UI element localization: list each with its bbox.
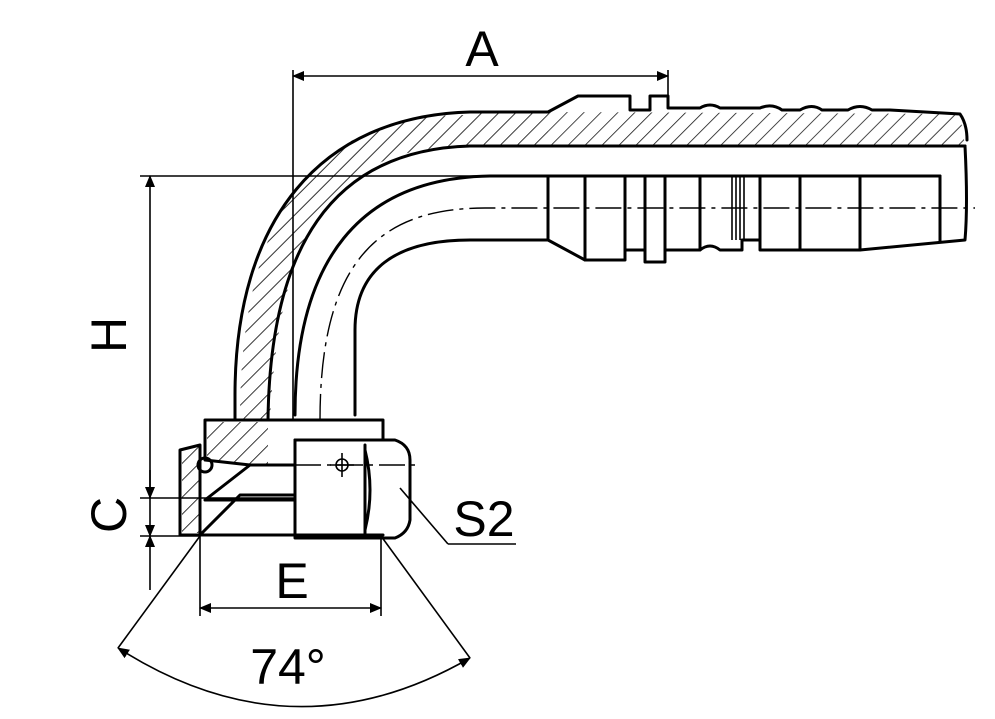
lock-ball (196, 456, 214, 474)
elbow-bore-edge (293, 174, 550, 417)
nut-chamfer (363, 448, 372, 532)
tail-wall-hatch (470, 112, 548, 146)
angle-ext-left (117, 535, 201, 649)
seat-cone (198, 463, 297, 537)
label-h: H (81, 317, 137, 353)
label-a: A (465, 21, 499, 77)
elbow-inner-curve (353, 238, 550, 417)
label-c: C (81, 497, 137, 533)
angle-dimension: 74° (117, 535, 471, 708)
dimension-s2: S2 (399, 487, 516, 547)
angle-ext-right (380, 535, 471, 659)
elbow-outer-edge (233, 94, 969, 422)
label-e: E (275, 553, 308, 609)
dimension-c: C (81, 470, 295, 590)
collar-hatch (207, 422, 268, 465)
label-angle: 74° (250, 639, 326, 695)
tail-outline (546, 144, 968, 264)
s2-leader (399, 487, 449, 545)
nut-section-hatch (182, 446, 200, 533)
hose-tail (470, 112, 968, 264)
dimension-h: H (81, 175, 540, 537)
elbow-centerline (319, 207, 975, 421)
elbow-body (233, 94, 975, 422)
dimension-e: E (199, 536, 382, 616)
elbow-wall-section (240, 115, 470, 420)
label-s2: S2 (453, 491, 514, 547)
dimension-a: A (292, 21, 669, 420)
elbow-inner-wall (266, 144, 550, 422)
angle-arc (117, 647, 471, 708)
nut-hex (293, 438, 412, 540)
swivel-nut (178, 418, 420, 540)
tail-wall-hatch-2 (548, 112, 965, 146)
